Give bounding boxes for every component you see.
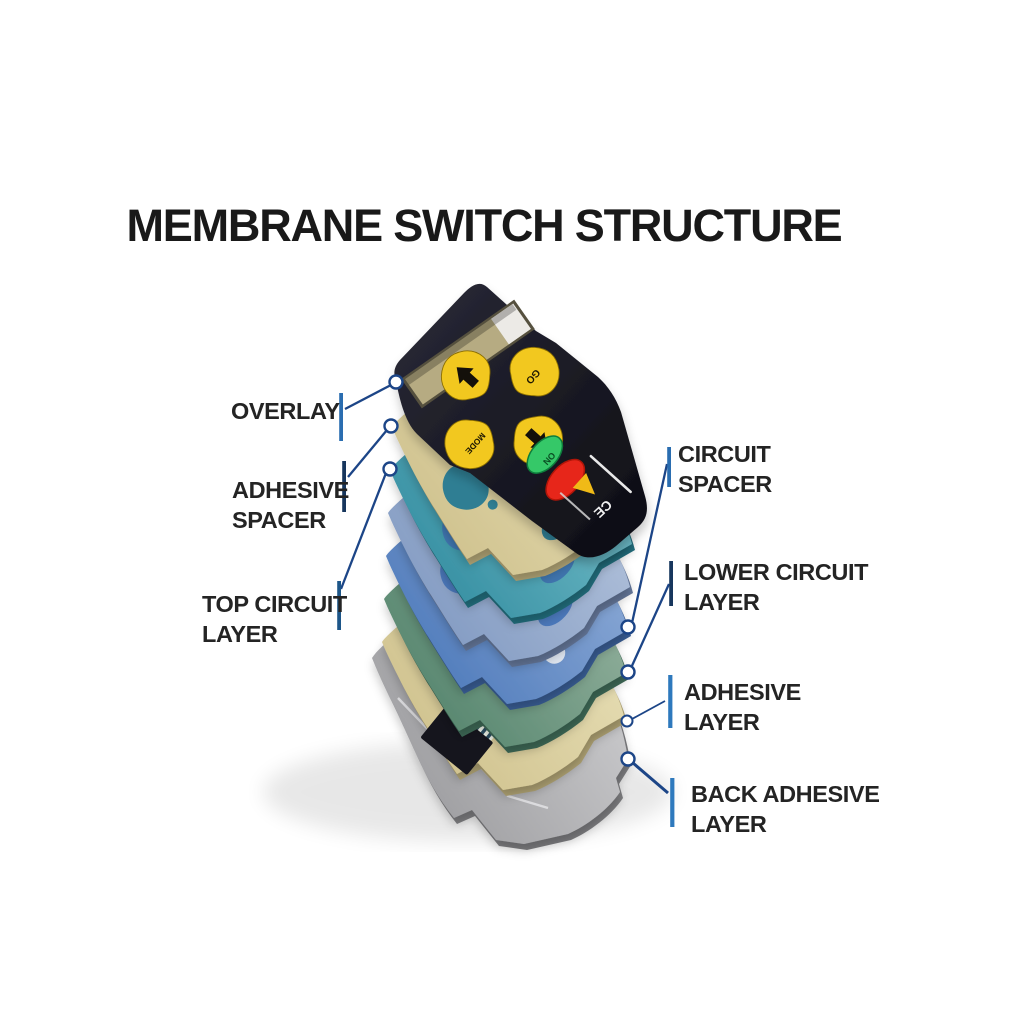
marker-adhesive-spacer [383,418,399,434]
marker-circuit-spacer [620,619,636,635]
bar-adhesive-spacer [342,461,346,512]
mode-button: MODE [433,407,507,481]
marker-lower-circuit [620,664,636,680]
leader-adhesive-spacer [347,429,388,478]
keypad-cluster: GO MODE ON CE [429,335,632,521]
label-adhesive-layer: ADHESIVE LAYER [684,679,801,735]
label-circuit-spacer: CIRCUIT SPACER [678,441,772,497]
label-back-adhesive-layer: BACK ADHESIVE LAYER [691,781,880,837]
marker-overlay [388,374,404,390]
leader-overlay [344,383,392,411]
bar-top-circuit [337,581,341,630]
leader-circuit-spacer [630,463,669,624]
label-lower-circuit-layer: LOWER CIRCUIT LAYER [684,559,869,615]
page-title: MEMBRANE SWITCH STRUCTURE [126,200,843,251]
point-markers [382,374,636,767]
on-button [526,435,564,474]
leader-top-circuit [339,472,388,590]
bar-back-adhesive [670,778,675,827]
brand-line [589,454,632,494]
marker-back-adhesive [620,751,636,767]
label-bars [337,393,675,827]
bar-lower-circuit [669,561,673,606]
go-button: GO [497,335,571,409]
label-adhesive-spacer: ADHESIVE SPACER [232,477,349,533]
brand-triangle-icon [572,472,596,495]
label-overlay: OVERLAY [231,398,340,424]
leader-lines [339,383,671,795]
marker-top-circuit [382,461,398,477]
ribbon-connector [421,705,493,775]
label-top-circuit-layer: TOP CIRCUIT LAYER [202,591,347,647]
off-button [545,458,586,501]
leader-lower-circuit [629,583,671,669]
leader-adhesive-layer [631,700,666,720]
layer-overlay: GO MODE ON CE [394,283,647,558]
bar-overlay [339,393,343,441]
model-text-line [559,492,591,521]
marker-adhesive-layer [620,714,634,728]
leader-back-adhesive [632,761,669,795]
bar-circuit-spacer [667,447,671,487]
bar-adhesive-layer [668,675,673,728]
